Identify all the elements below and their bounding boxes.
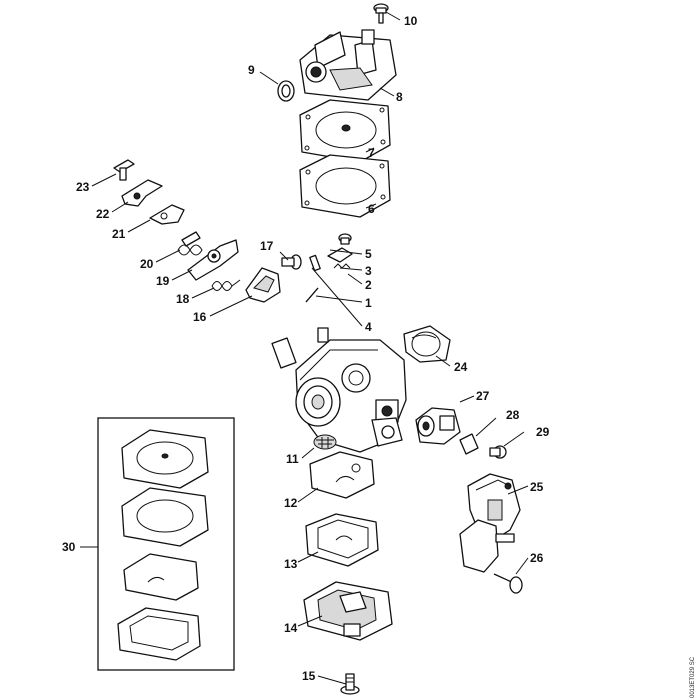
callout-28: 28 — [506, 408, 520, 422]
leader-lines — [80, 11, 529, 685]
part-1-pin — [305, 287, 319, 303]
part-28-slider — [459, 433, 479, 455]
part-20-spring — [177, 231, 203, 256]
callout-24: 24 — [454, 360, 468, 374]
part-18-spring — [211, 279, 241, 291]
part-29-screw — [489, 445, 507, 459]
part-11-strainer — [313, 434, 337, 450]
part-17-screw — [281, 254, 302, 270]
callout-numbers: 10 9 8 7 6 5 3 2 1 4 23 22 21 20 19 18 1… — [62, 14, 550, 683]
part-26-screw — [493, 573, 523, 594]
part-2-spring — [333, 263, 351, 269]
callout-5: 5 — [365, 247, 372, 261]
callout-3: 3 — [365, 264, 372, 278]
callout-22: 22 — [96, 207, 110, 221]
callout-18: 18 — [176, 292, 190, 306]
callout-8: 8 — [396, 90, 403, 104]
part-16-shaft — [245, 267, 281, 303]
callout-27: 27 — [476, 389, 490, 403]
part-8-cover — [299, 29, 397, 101]
part-21-lever — [149, 204, 185, 225]
callout-2: 2 — [365, 278, 372, 292]
part-4-needle — [309, 254, 321, 272]
callout-6: 6 — [368, 202, 375, 216]
part-5-screw — [338, 233, 352, 245]
part-14-cover — [303, 581, 393, 641]
callout-9: 9 — [248, 63, 255, 77]
image-code: 0013ET029 SC — [690, 656, 696, 698]
part-12-gasket — [309, 451, 375, 499]
part-23-screw — [113, 159, 135, 181]
part-30-repair-kit-box — [97, 417, 235, 671]
callout-20: 20 — [140, 257, 154, 271]
callout-19: 19 — [156, 274, 170, 288]
callout-1: 1 — [365, 296, 372, 310]
part-24-cap — [403, 325, 451, 363]
callout-7: 7 — [368, 146, 375, 160]
carburetor-body — [271, 327, 407, 453]
part-6-gasket — [299, 154, 391, 218]
part-9-o-ring — [277, 80, 295, 102]
callout-10: 10 — [404, 14, 418, 28]
callout-16: 16 — [193, 310, 207, 324]
part-25-lever-assembly — [459, 473, 521, 573]
callout-4: 4 — [365, 320, 372, 334]
callout-12: 12 — [284, 496, 298, 510]
callout-25: 25 — [530, 480, 544, 494]
callout-17: 17 — [260, 239, 274, 253]
callout-13: 13 — [284, 557, 298, 571]
part-7-diaphragm — [299, 99, 391, 163]
callout-11: 11 — [286, 452, 299, 466]
callout-29: 29 — [536, 425, 550, 439]
callout-30: 30 — [62, 540, 76, 554]
callout-23: 23 — [76, 180, 90, 194]
part-13-gasket — [305, 513, 379, 567]
part-10-screw — [373, 3, 389, 24]
callout-14: 14 — [284, 621, 298, 635]
part-19-lever — [187, 239, 239, 281]
part-27-housing — [415, 407, 461, 445]
part-15-screw — [340, 673, 360, 695]
callout-15: 15 — [302, 669, 316, 683]
callout-21: 21 — [112, 227, 126, 241]
callout-26: 26 — [530, 551, 544, 565]
